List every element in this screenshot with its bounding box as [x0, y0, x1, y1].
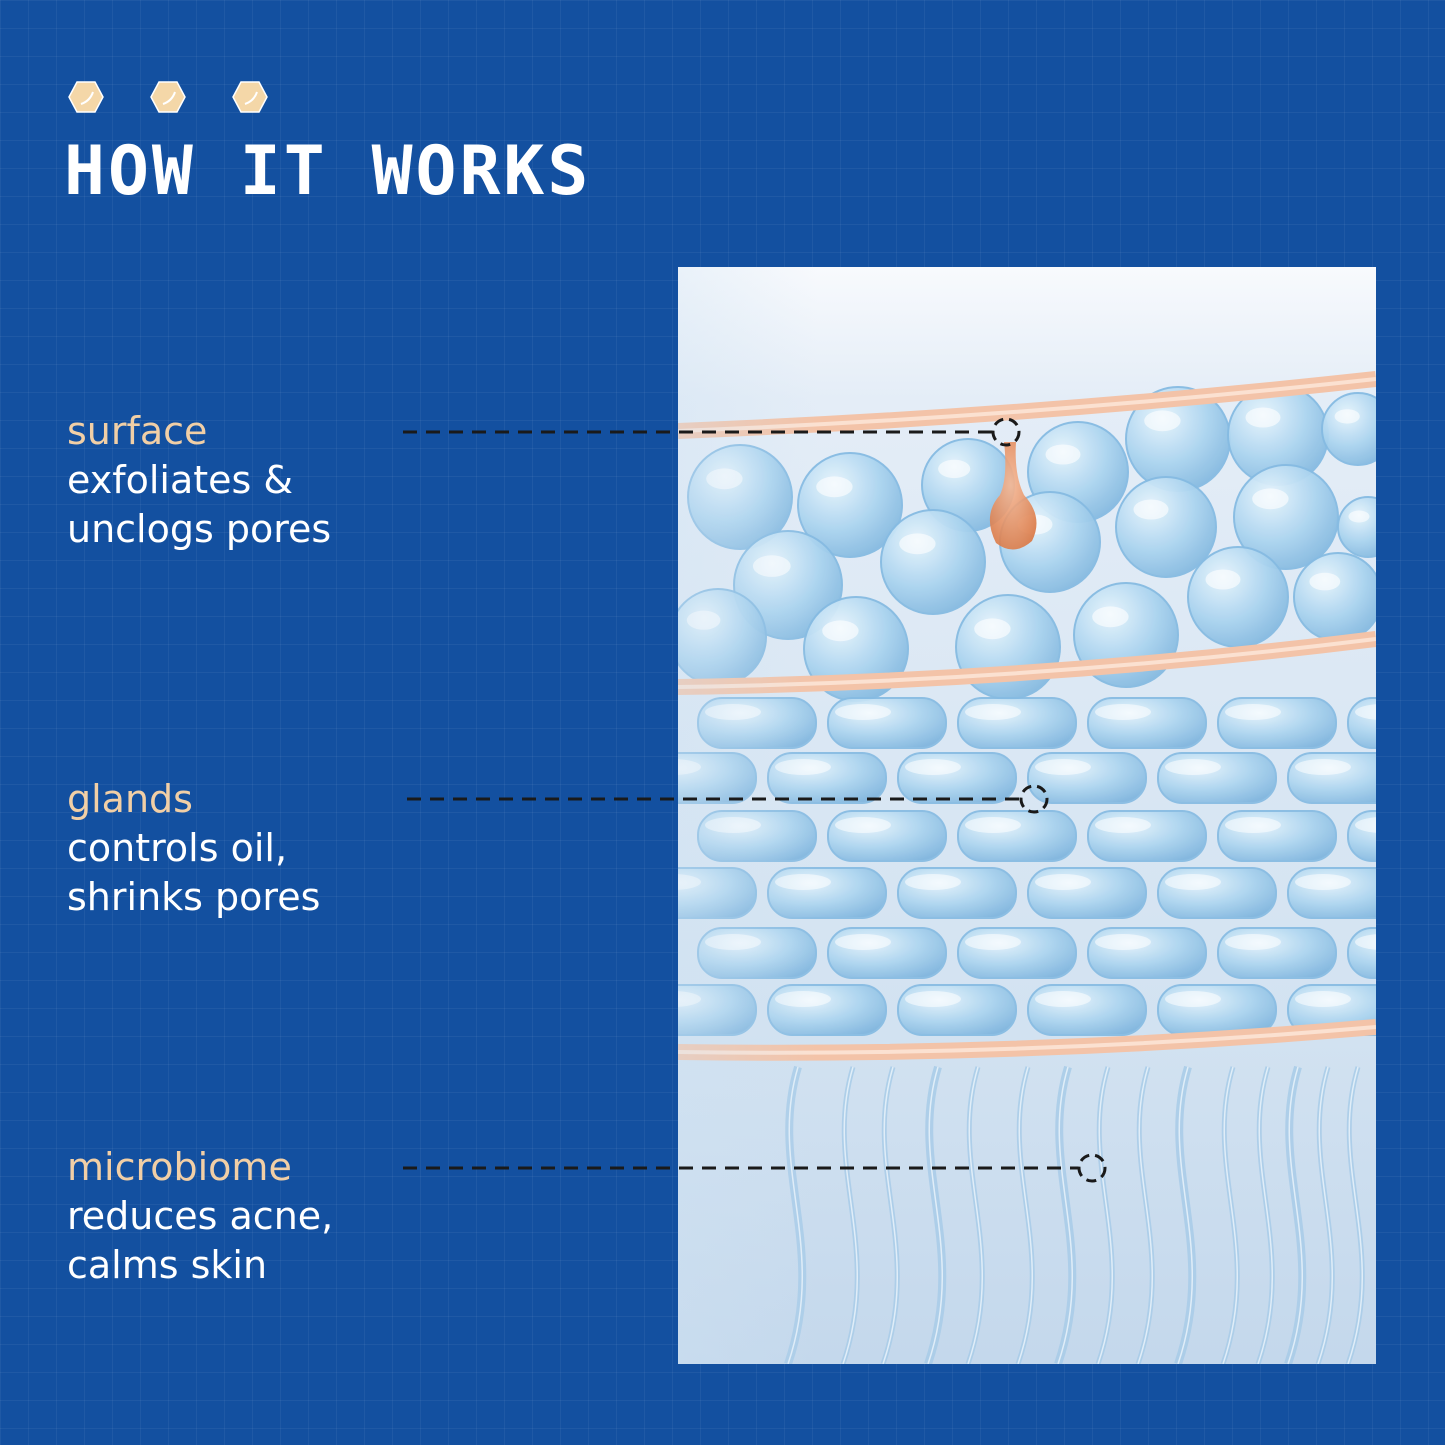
- hexagon-icon-row: [68, 80, 268, 114]
- callout-description: controls oil, shrinks pores: [67, 826, 321, 919]
- hexagon-icon: [232, 81, 268, 113]
- page-title: HOW IT WORKS: [64, 132, 592, 211]
- callout-surface: surface exfoliates & unclogs pores: [67, 407, 397, 554]
- callout-heading: glands: [67, 777, 193, 821]
- callout-description: reduces acne, calms skin: [67, 1194, 334, 1287]
- callout-description: exfoliates & unclogs pores: [67, 458, 332, 551]
- skin-layers-illustration: [678, 267, 1376, 1364]
- callout-glands: glands controls oil, shrinks pores: [67, 775, 397, 922]
- callout-microbiome: microbiome reduces acne, calms skin: [67, 1143, 397, 1290]
- callout-heading: surface: [67, 409, 208, 453]
- hexagon-icon: [68, 81, 104, 113]
- callout-heading: microbiome: [67, 1145, 292, 1189]
- hexagon-icon: [150, 81, 186, 113]
